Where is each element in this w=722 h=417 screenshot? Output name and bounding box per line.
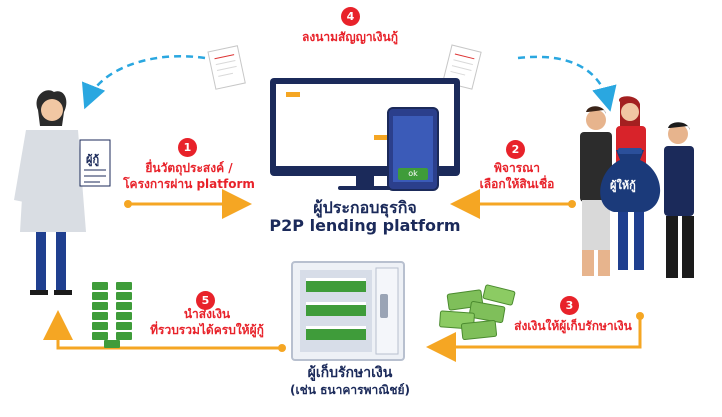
money-bag-label: ผู้ให้กู้	[610, 179, 636, 192]
money-bag-icon	[600, 148, 661, 212]
arrow-step3	[426, 316, 642, 362]
step-4-number: 4	[341, 7, 360, 26]
step-3-line1: ส่งเงินให้ผู้เก็บรักษาเงิน	[514, 319, 632, 333]
step-2-line2: เลือกให้สินเชื่อ	[479, 177, 555, 191]
cash-stack-icon	[92, 282, 132, 348]
step-4-line1: ลงนามสัญญาเงินกู้	[301, 30, 398, 44]
step-5-text: นำส่งเงิน ที่รวบรวมได้ครบให้ผู้กู้	[140, 306, 274, 338]
step-2-line1: พิจารณา	[494, 161, 540, 175]
step-2-text: พิจารณา เลือกให้สินเชื่อ	[464, 160, 570, 192]
step-1-text: ยื่นวัตถุประสงค์ / โครงการผ่าน platform	[118, 160, 260, 192]
phone-ok-button: ok	[408, 169, 418, 178]
arc-to-lenders	[517, 55, 617, 112]
step-2-number: 2	[506, 140, 525, 159]
step-4-text: ลงนามสัญญาเงินกู้	[250, 29, 450, 45]
step-1-line1: ยื่นวัตถุประสงค์ /	[145, 161, 233, 175]
arrow-step5	[43, 310, 282, 350]
custodian-label-line2: (เช่น ธนาคารพาณิชย์)	[289, 383, 411, 397]
banknotes-icon	[439, 284, 516, 341]
vault-icon	[291, 261, 405, 361]
step-3-text: ส่งเงินให้ผู้เก็บรักษาเงิน	[500, 318, 646, 334]
smartphone-icon	[387, 107, 439, 191]
arc-to-borrower	[81, 55, 206, 110]
platform-title-line2: P2P lending platform	[269, 216, 461, 235]
woman-borrower-icon	[14, 90, 111, 295]
contract-document-icon	[207, 45, 246, 90]
step-1-line2: โครงการผ่าน platform	[123, 177, 255, 191]
borrower-doc-label: ผู้กู้	[86, 153, 100, 166]
step-5-line1: นำส่งเงิน	[183, 307, 231, 321]
step-5-line2: ที่รวบรวมได้ครบให้ผู้กู้	[150, 323, 264, 337]
platform-title-line1: ผู้ประกอบธุรกิจ	[313, 198, 417, 217]
step-5-number: 5	[196, 291, 215, 310]
step-1-number: 1	[178, 138, 197, 157]
step-3-number: 3	[560, 296, 579, 315]
custodian-label-line1: ผู้เก็บรักษาเงิน	[307, 365, 393, 381]
